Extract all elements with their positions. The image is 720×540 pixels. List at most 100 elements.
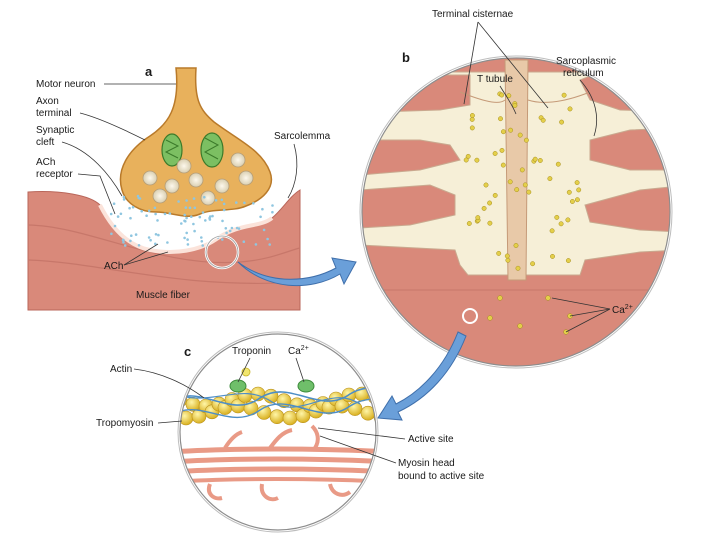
ach-molecule: [148, 236, 151, 239]
calcium-ion: [514, 243, 518, 247]
ach-molecule: [148, 210, 151, 213]
calcium-ion: [575, 180, 579, 184]
ach-molecule: [201, 240, 204, 243]
ach-molecule: [211, 215, 214, 218]
ach-molecule: [201, 244, 204, 247]
calcium-ion: [518, 133, 522, 137]
ach-molecule: [124, 244, 127, 247]
ach-molecule: [122, 239, 125, 242]
calcium-ion: [523, 183, 527, 187]
ach-molecule: [268, 243, 271, 246]
ach-molecule: [123, 196, 126, 199]
ach-molecule: [235, 201, 238, 204]
vesicle: [239, 171, 253, 185]
arrow-b-to-c: [378, 332, 466, 420]
ach-molecule: [120, 213, 123, 216]
calcium-ion: [497, 251, 501, 255]
calcium-ion: [470, 113, 474, 117]
ach-molecule: [263, 229, 266, 232]
panel-b: b Terminal cisternae T tubule Sarcoplasm…: [360, 9, 680, 376]
ach-molecule: [110, 233, 113, 236]
ach-molecule: [271, 211, 274, 214]
calcium-ion: [524, 138, 528, 142]
ach-molecule: [231, 227, 234, 230]
calcium-ion: [546, 296, 551, 301]
ach-molecule: [137, 195, 140, 198]
calcium-ion: [568, 107, 572, 111]
vesicle: [215, 179, 229, 193]
calcium-ion: [538, 158, 542, 162]
ach-molecule: [236, 227, 239, 230]
label-ach-receptor-line2: receptor: [36, 169, 73, 180]
ach-molecule: [132, 206, 135, 209]
calcium-ion: [556, 162, 560, 166]
actin-bead: [270, 410, 284, 424]
label-synaptic-cleft-line1: Synaptic: [36, 125, 74, 136]
actin-bead: [283, 411, 297, 425]
calcium-ion: [550, 254, 554, 258]
ach-molecule: [185, 199, 188, 202]
ach-molecule: [180, 222, 183, 225]
calcium-ion: [527, 190, 531, 194]
calcium-ion: [566, 218, 570, 222]
ach-molecule: [202, 211, 205, 214]
ach-molecule: [223, 203, 226, 206]
calcium-ion: [516, 266, 520, 270]
ach-molecule: [209, 218, 212, 221]
ach-molecule: [225, 227, 228, 230]
ach-molecule: [187, 243, 190, 246]
ach-molecule: [203, 196, 206, 199]
calcium-ion: [488, 221, 492, 225]
vesicle: [165, 179, 179, 193]
label-sarcoplasmic-line2: reticulum: [563, 68, 604, 79]
calcium-ion: [533, 157, 537, 161]
ach-molecule: [164, 213, 167, 216]
calcium-ion: [520, 168, 524, 172]
calcium-ion: [562, 93, 566, 97]
calcium-ion: [541, 118, 545, 122]
ach-molecule: [192, 223, 195, 226]
vesicle: [201, 191, 215, 205]
vesicle: [189, 173, 203, 187]
calcium-ion: [530, 262, 534, 266]
calcium-ion: [487, 201, 491, 205]
calcium-ion: [470, 126, 474, 130]
vesicle: [177, 159, 191, 173]
calcium-ion: [559, 120, 563, 124]
ach-molecule: [113, 202, 116, 205]
vesicle: [153, 189, 167, 203]
ach-molecule: [193, 197, 196, 200]
ach-molecule: [185, 206, 188, 209]
ach-molecule: [186, 238, 189, 241]
ach-molecule: [259, 216, 262, 219]
ach-molecule: [130, 234, 133, 237]
panel-a: a Motor neuron Axon terminal Synaptic cl…: [28, 64, 331, 310]
calcium-ion: [570, 199, 574, 203]
label-myosin-line1: Myosin head: [398, 458, 455, 469]
ach-molecule: [122, 241, 125, 244]
calcium-ion: [501, 130, 505, 134]
calcium-ion: [575, 198, 579, 202]
ach-molecule: [185, 217, 188, 220]
vesicle: [143, 171, 157, 185]
calcium-ion: [500, 93, 504, 97]
panel-c: c Troponin Ca2+ Actin Tropomyosin Active…: [96, 330, 485, 540]
panel-label-b: b: [402, 50, 410, 65]
calcium-ion: [567, 190, 571, 194]
ach-molecule: [190, 215, 193, 218]
calcium-ion: [577, 188, 581, 192]
ach-molecule: [204, 219, 207, 222]
panel-label-c: c: [184, 344, 191, 359]
label-active-site: Active site: [408, 434, 454, 445]
label-ach-receptor-line1: ACh: [36, 157, 55, 168]
ach-molecule: [114, 225, 117, 228]
ach-molecule: [169, 212, 172, 215]
calcium-ion: [498, 117, 502, 121]
ach-molecule: [183, 214, 186, 217]
ach-molecule: [266, 238, 269, 241]
ach-molecule: [215, 199, 218, 202]
calcium-ion: [505, 254, 509, 258]
ach-molecule: [199, 216, 202, 219]
ach-molecule: [154, 213, 157, 216]
calcium-ion: [493, 193, 497, 197]
